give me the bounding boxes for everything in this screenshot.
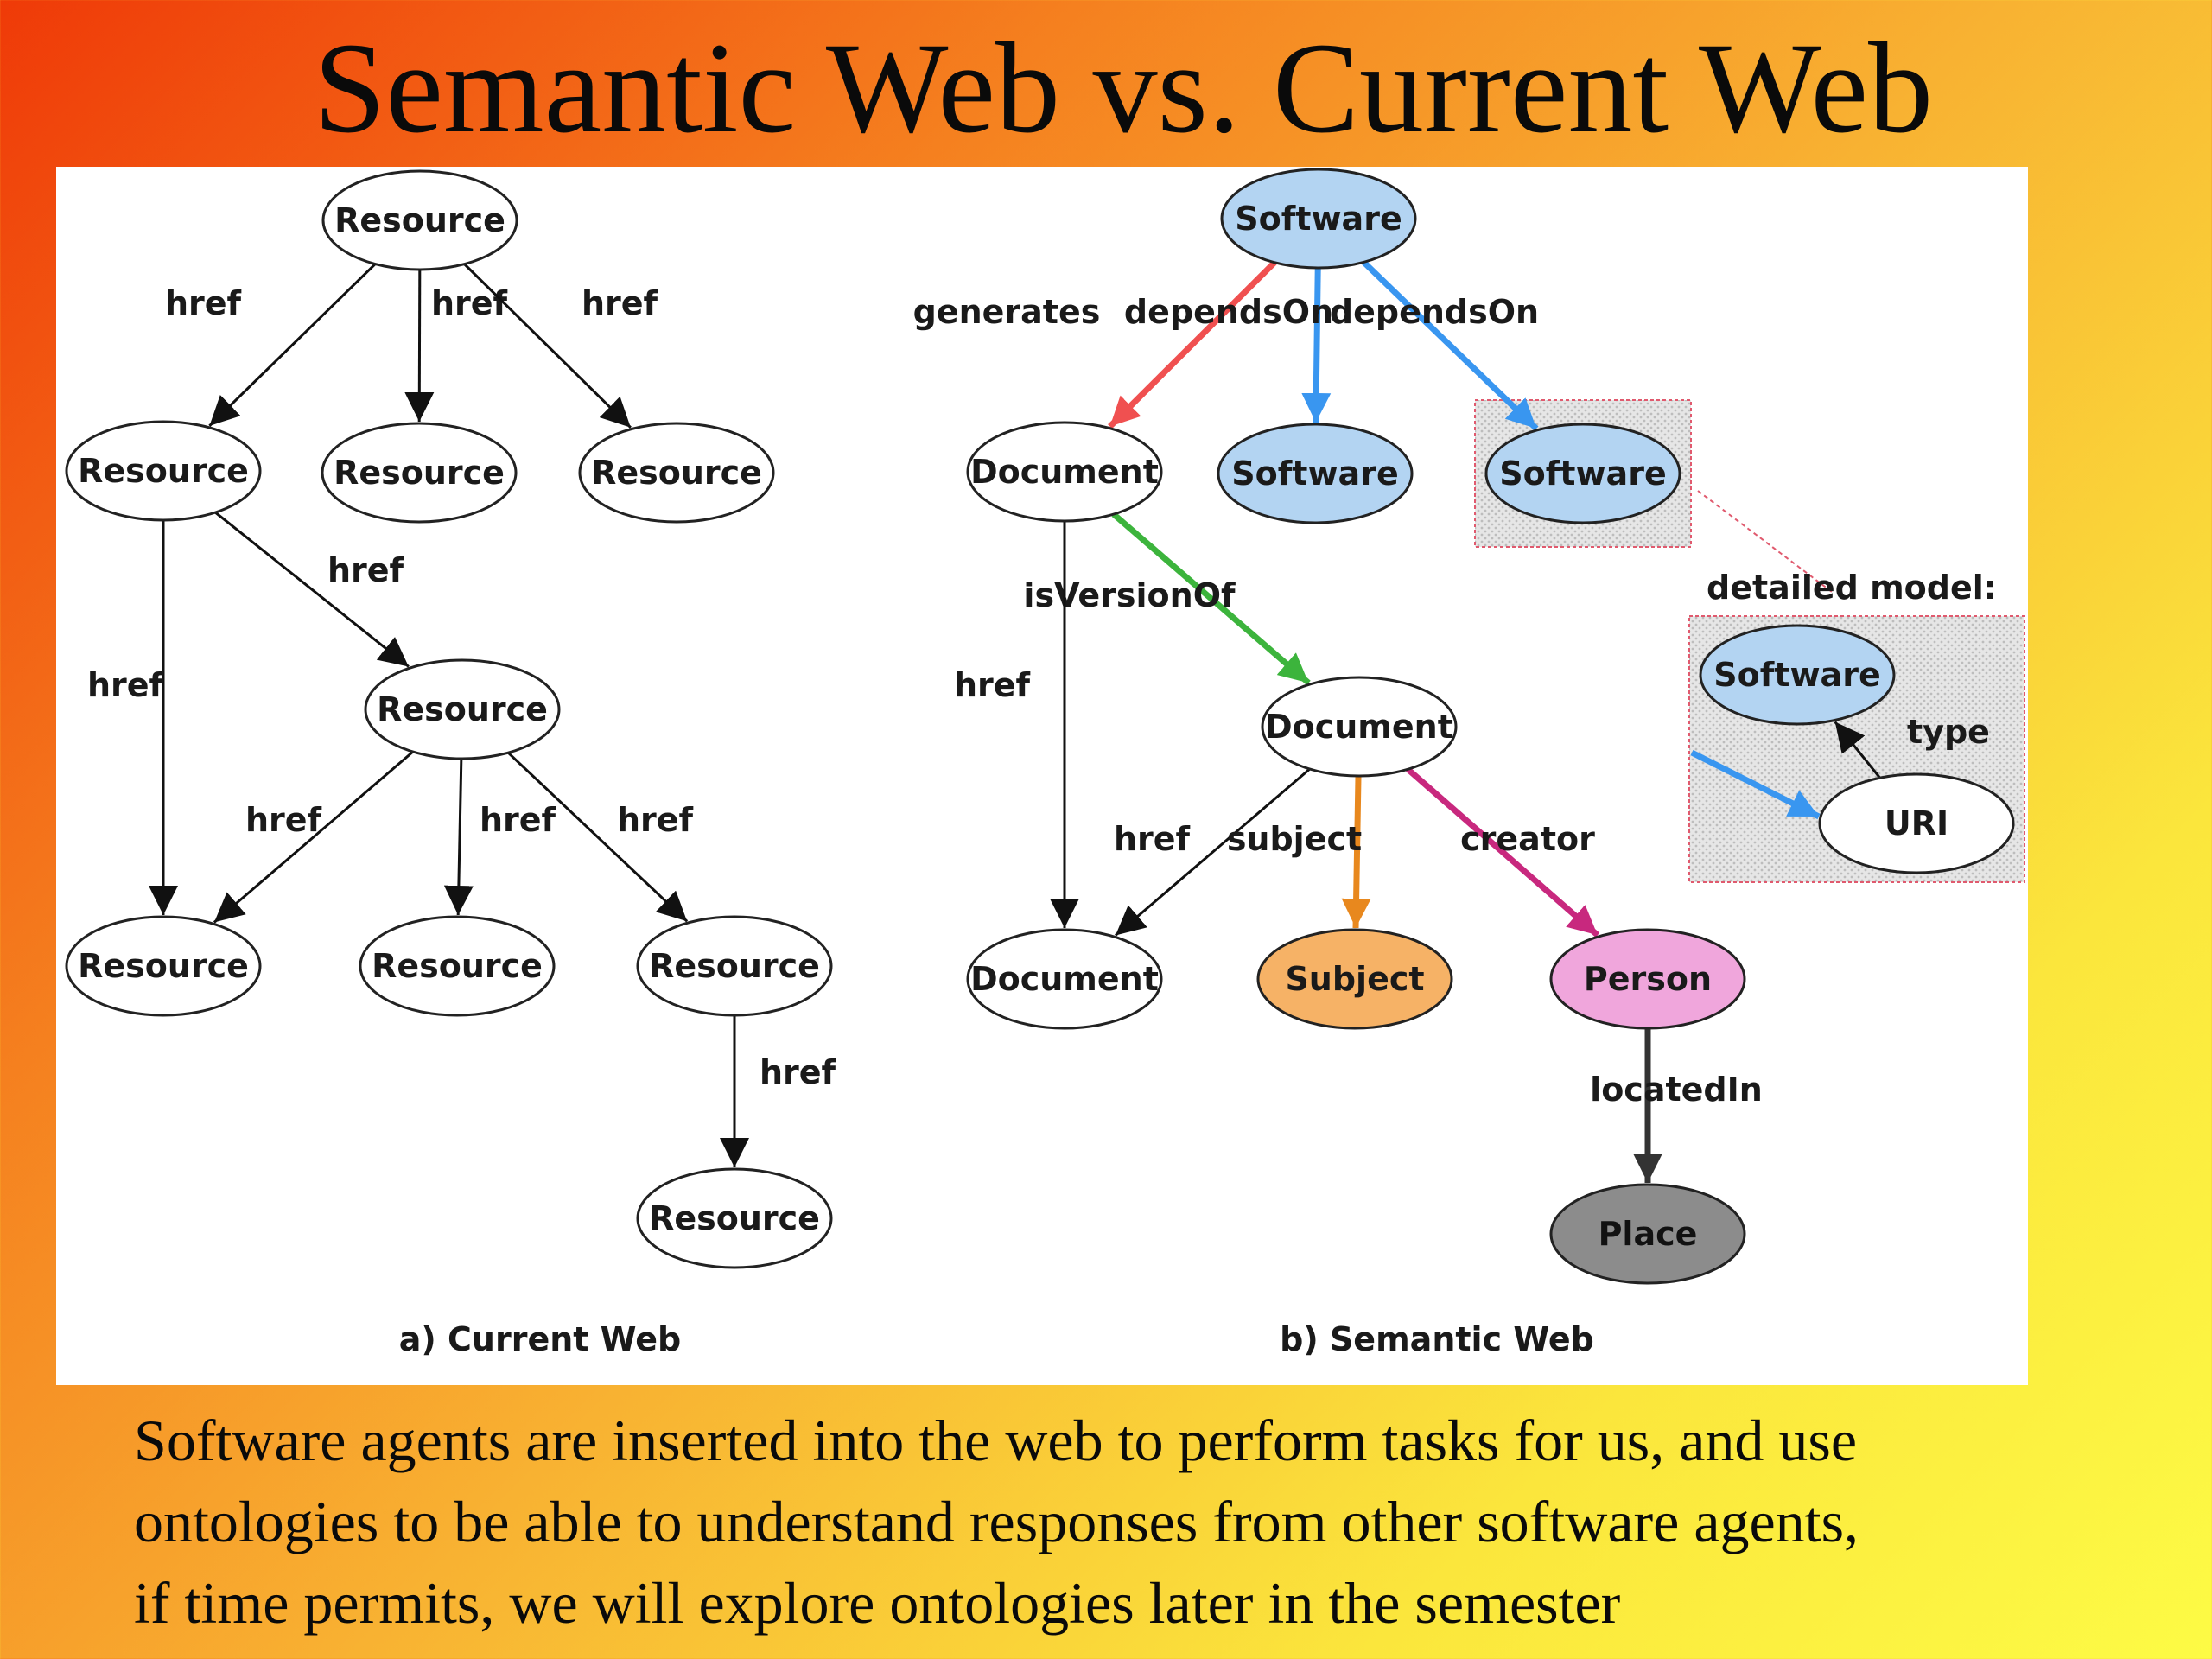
node-label-r9: Resource (649, 1199, 820, 1237)
node-label-d2: Document (1265, 708, 1453, 746)
edge-label-uri-ds: type (1907, 713, 1990, 751)
detailed-model-incoming-arrow (1690, 749, 1821, 820)
detailed-model-heading: detailed model: (1707, 569, 1997, 607)
node-uri (1818, 772, 2015, 874)
node-r1 (321, 169, 518, 271)
edge-s1-s3 (1361, 259, 1539, 431)
edge-r1-r4 (463, 263, 632, 429)
node-r8 (636, 915, 833, 1017)
node-r9 (636, 1167, 833, 1269)
edge-label-d2-sub: subject (1227, 820, 1362, 858)
node-r3 (321, 422, 518, 524)
node-s3 (1484, 423, 1681, 524)
node-pla (1549, 1183, 1746, 1285)
edge-s1-s2 (1301, 267, 1332, 423)
node-label-d1: Document (970, 453, 1159, 491)
edge-label-d2-d3: href (1114, 820, 1191, 858)
node-label-r4: Resource (591, 454, 762, 492)
node-ds (1699, 624, 1896, 726)
edge-d2-d3 (1114, 767, 1311, 937)
edge-d1-d2 (1111, 512, 1311, 686)
edge-label-r5-r6: href (245, 801, 322, 839)
edge-d2-sub (1341, 775, 1371, 929)
edge-r1-r2 (208, 263, 377, 427)
node-d2 (1261, 676, 1458, 778)
node-label-r3: Resource (334, 454, 505, 492)
node-label-per: Person (1584, 960, 1712, 998)
edge-label-r1-r3: href (431, 284, 508, 322)
node-r6 (65, 915, 262, 1017)
node-label-d3: Document (970, 960, 1159, 998)
node-label-sub: Subject (1285, 960, 1424, 998)
node-r2 (65, 420, 262, 522)
edge-r5-r8 (507, 752, 689, 923)
edge-r5-r7 (443, 758, 474, 916)
node-label-s2: Software (1231, 454, 1398, 493)
edge-label-r5-r7: href (480, 801, 556, 839)
edge-label-r8-r9: href (760, 1053, 836, 1091)
node-d3 (966, 928, 1163, 1030)
node-label-s1: Software (1235, 200, 1402, 238)
edge-label-r2-r6: href (87, 666, 164, 704)
node-label-s3: Software (1499, 454, 1666, 493)
edge-label-s1-d1: generates (913, 293, 1101, 331)
edge-label-d2-per: creator (1460, 820, 1595, 858)
node-label-r8: Resource (649, 947, 820, 985)
edge-label-r1-r4: href (582, 284, 658, 322)
edge-s1-d1 (1108, 260, 1277, 429)
node-sub (1256, 928, 1453, 1030)
node-label-pla: Place (1599, 1215, 1698, 1253)
body-line-1: Software agents are inserted into the we… (134, 1408, 1858, 1473)
node-label-r1: Resource (334, 201, 505, 239)
edge-label-s1-s2: dependsOn (1124, 293, 1333, 331)
node-r7 (359, 915, 556, 1017)
edge-label-s1-s3: dependsOn (1330, 293, 1539, 331)
node-per (1549, 928, 1746, 1030)
edge-label-d1-d3: href (954, 666, 1031, 704)
node-label-r5: Resource (377, 690, 548, 728)
edge-r1-r3 (404, 269, 435, 423)
slide-title: Semantic Web vs. Current Web (313, 16, 1934, 160)
edge-label-r2-r5: href (327, 551, 404, 589)
edge-label-r1-r2: href (165, 284, 242, 322)
node-label-r6: Resource (78, 947, 249, 985)
caption-semantic-web: b) Semantic Web (1280, 1320, 1594, 1358)
edge-uri-ds (1834, 721, 1881, 779)
edge-r2-r5 (214, 511, 410, 668)
edge-r5-r6 (213, 750, 414, 924)
node-label-r7: Resource (372, 947, 543, 985)
node-s2 (1217, 423, 1414, 524)
node-label-uri: URI (1885, 804, 1948, 842)
body-line-3: if time permits, we will explore ontolog… (134, 1570, 1621, 1636)
edge-d2-per (1406, 766, 1600, 938)
caption-current-web: a) Current Web (399, 1320, 681, 1358)
node-d1 (966, 421, 1163, 523)
node-r5 (364, 658, 561, 760)
body-text: Software agents are inserted into the we… (134, 1400, 2164, 1643)
edge-label-r5-r8: href (617, 801, 694, 839)
node-label-ds: Software (1713, 656, 1880, 694)
body-line-2: ontologies to be able to understand resp… (134, 1489, 1859, 1554)
node-r4 (578, 422, 775, 524)
node-label-r2: Resource (78, 452, 249, 490)
node-s1 (1220, 168, 1417, 270)
edge-label-d1-d2: isVersionOf (1023, 576, 1236, 614)
edge-label-per-pla: locatedIn (1590, 1071, 1763, 1109)
